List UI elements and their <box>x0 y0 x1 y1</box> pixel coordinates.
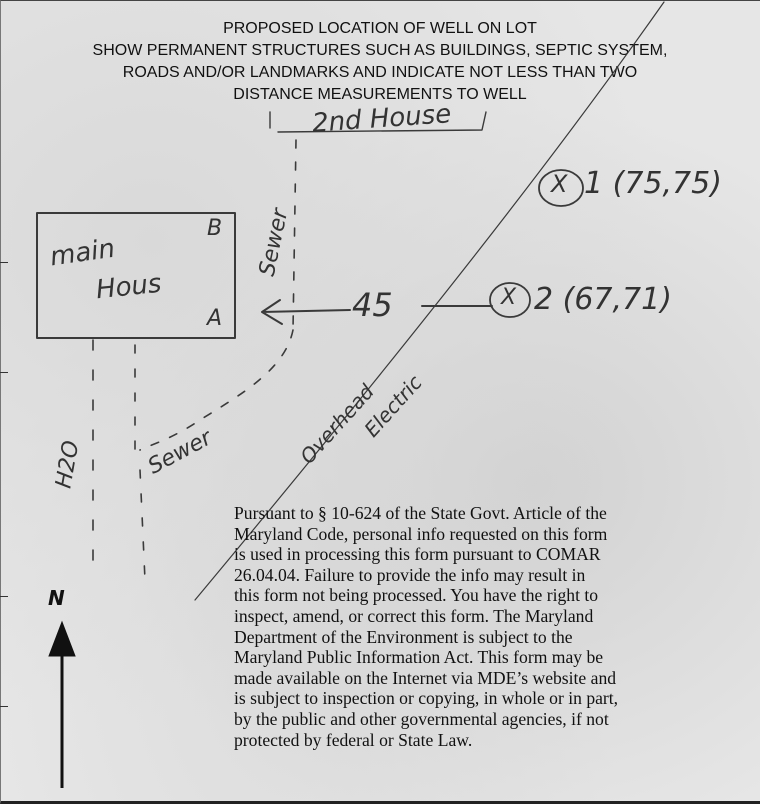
sewer-line-vertical <box>292 139 297 331</box>
header-line-3: ROADS AND/OR LANDMARKS AND INDICATE NOT … <box>122 64 638 81</box>
privacy-notice-line: 26.04.04. Failure to provide the info ma… <box>234 564 586 585</box>
header-line-2: SHOW PERMANENT STRUCTURES SUCH AS BUILDI… <box>92 42 668 59</box>
privacy-notice-line: made available on the Internet via MDE’s… <box>234 667 617 688</box>
overhead-electric-line <box>194 1 665 601</box>
distance-arrow <box>261 299 351 325</box>
privacy-notice-line: Department of the Environment is subject… <box>234 626 573 647</box>
privacy-notice-line: Maryland Code, personal info requested o… <box>234 523 608 544</box>
north-arrow <box>48 620 76 788</box>
second-house-outline <box>269 111 487 133</box>
header-line-4: DISTANCE MEASUREMENTS TO WELL <box>233 86 527 103</box>
form-instructions-header: PROPOSED LOCATION OF WELL ON LOT SHOW PE… <box>0 18 760 106</box>
header-line-1: PROPOSED LOCATION OF WELL ON LOT <box>223 20 537 37</box>
sewer-line-main <box>134 344 146 581</box>
well-1-marker: X <box>551 170 568 198</box>
privacy-notice: Pursuant to § 10-624 of the State Govt. … <box>234 503 754 750</box>
privacy-notice-line: Maryland Public Information Act. This fo… <box>234 647 604 668</box>
left-edge-tick <box>0 262 8 263</box>
corner-b-label: B <box>207 216 223 241</box>
main-house-outline <box>36 212 236 339</box>
well-2-marker: X <box>501 285 517 310</box>
sewer-line-curve <box>139 329 294 451</box>
well-1-circle <box>538 169 584 207</box>
corner-a-label: A <box>207 306 223 331</box>
left-edge-tick <box>0 706 8 707</box>
privacy-notice-line: Pursuant to § 10-624 of the State Govt. … <box>234 503 607 523</box>
privacy-notice-line: is subject to inspection or copying, in … <box>234 688 619 709</box>
left-edge-tick <box>0 372 8 373</box>
distance-label: 45 <box>352 286 393 324</box>
privacy-notice-line: this form not being processed. You have … <box>234 585 599 606</box>
well-1-label: 1 (75,75) <box>584 166 722 201</box>
north-label: N <box>48 586 65 610</box>
left-edge-tick <box>0 596 8 597</box>
privacy-notice-line: is used in processing this form pursuant… <box>234 544 601 565</box>
privacy-notice-line: protected by federal or State Law. <box>234 729 473 750</box>
privacy-notice-line: by the public and other governmental age… <box>234 708 609 729</box>
well-2-circle <box>489 282 531 318</box>
privacy-notice-line: inspect, amend, or correct this form. Th… <box>234 605 594 626</box>
well-2-label: 2 (67,71) <box>534 282 672 317</box>
